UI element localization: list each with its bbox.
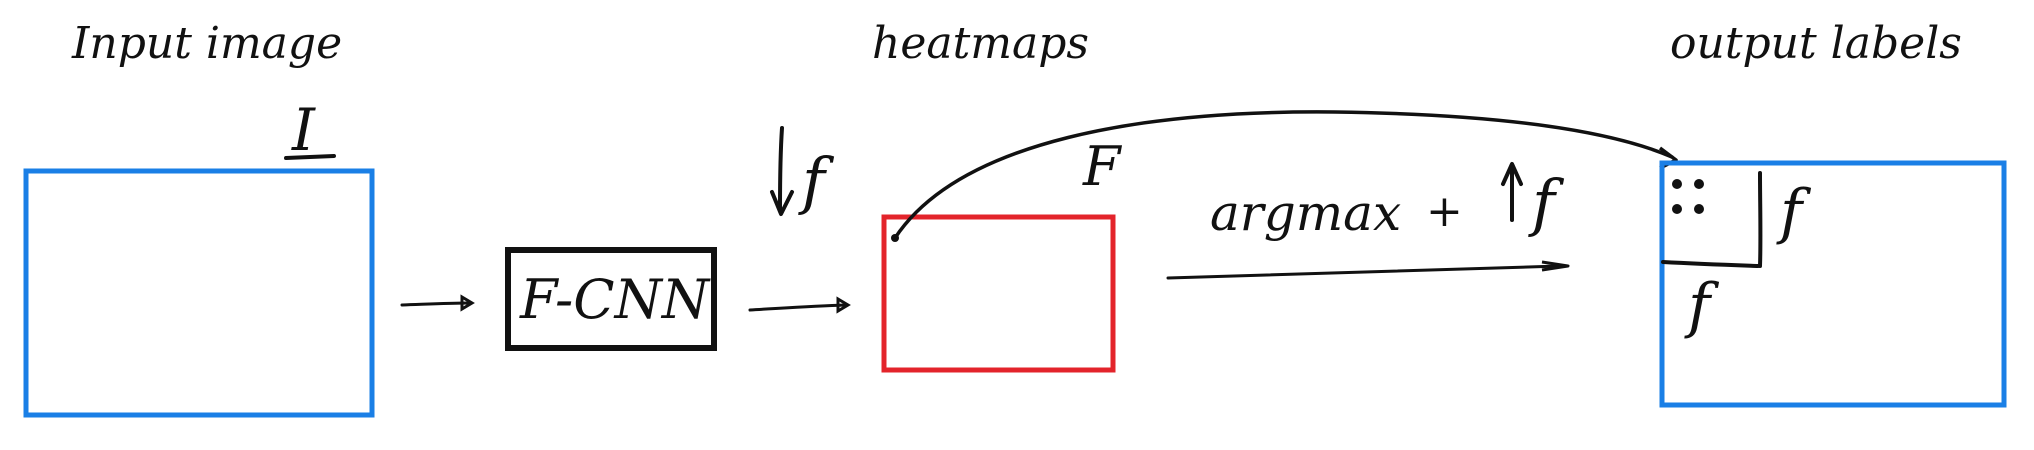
downsample-arrow [778,126,784,210]
argmax-underline-arrow-head [1541,260,1570,272]
arrow-head-input-to-cnn [460,294,475,312]
arrow-head-cnn-to-heatmaps [836,296,851,314]
curved-arrow-start-dot [891,234,899,242]
output-labels-box [1659,160,2007,408]
patch-height-symbol: f [1684,271,1720,341]
downsample-arrow-head [770,190,794,216]
plus-symbol: + [1426,186,1463,237]
downsample-symbol: f [798,144,835,217]
output-dot [1672,204,1682,214]
input-symbol-underline [284,154,336,160]
arrow-input-to-cnn [400,301,472,307]
curved-mapping-arrow [893,110,1674,240]
output-dot [1694,179,1704,189]
input-symbol: I [291,96,316,164]
argmax-underline [1166,264,1562,280]
heatmap-symbol: F [1082,135,1123,198]
output-dot [1672,179,1682,189]
heatmap-box [881,214,1116,373]
patch-bottom-edge [1661,260,1760,268]
output-dot [1694,204,1704,214]
upsample-symbol: f [1528,166,1565,239]
arrow-cnn-to-heatmaps [748,303,848,312]
patch-width-symbol: f [1776,177,1812,247]
input-image-label: Input image [71,18,342,69]
heatmaps-label: heatmaps [872,18,1089,69]
output-labels-label: output labels [1670,18,1962,69]
cnn-block [505,247,717,351]
upsample-arrow-head [1501,162,1523,186]
argmax-text: argmax [1210,184,1401,242]
cnn-label: F-CNN [519,268,711,331]
input-image-box [23,168,375,418]
